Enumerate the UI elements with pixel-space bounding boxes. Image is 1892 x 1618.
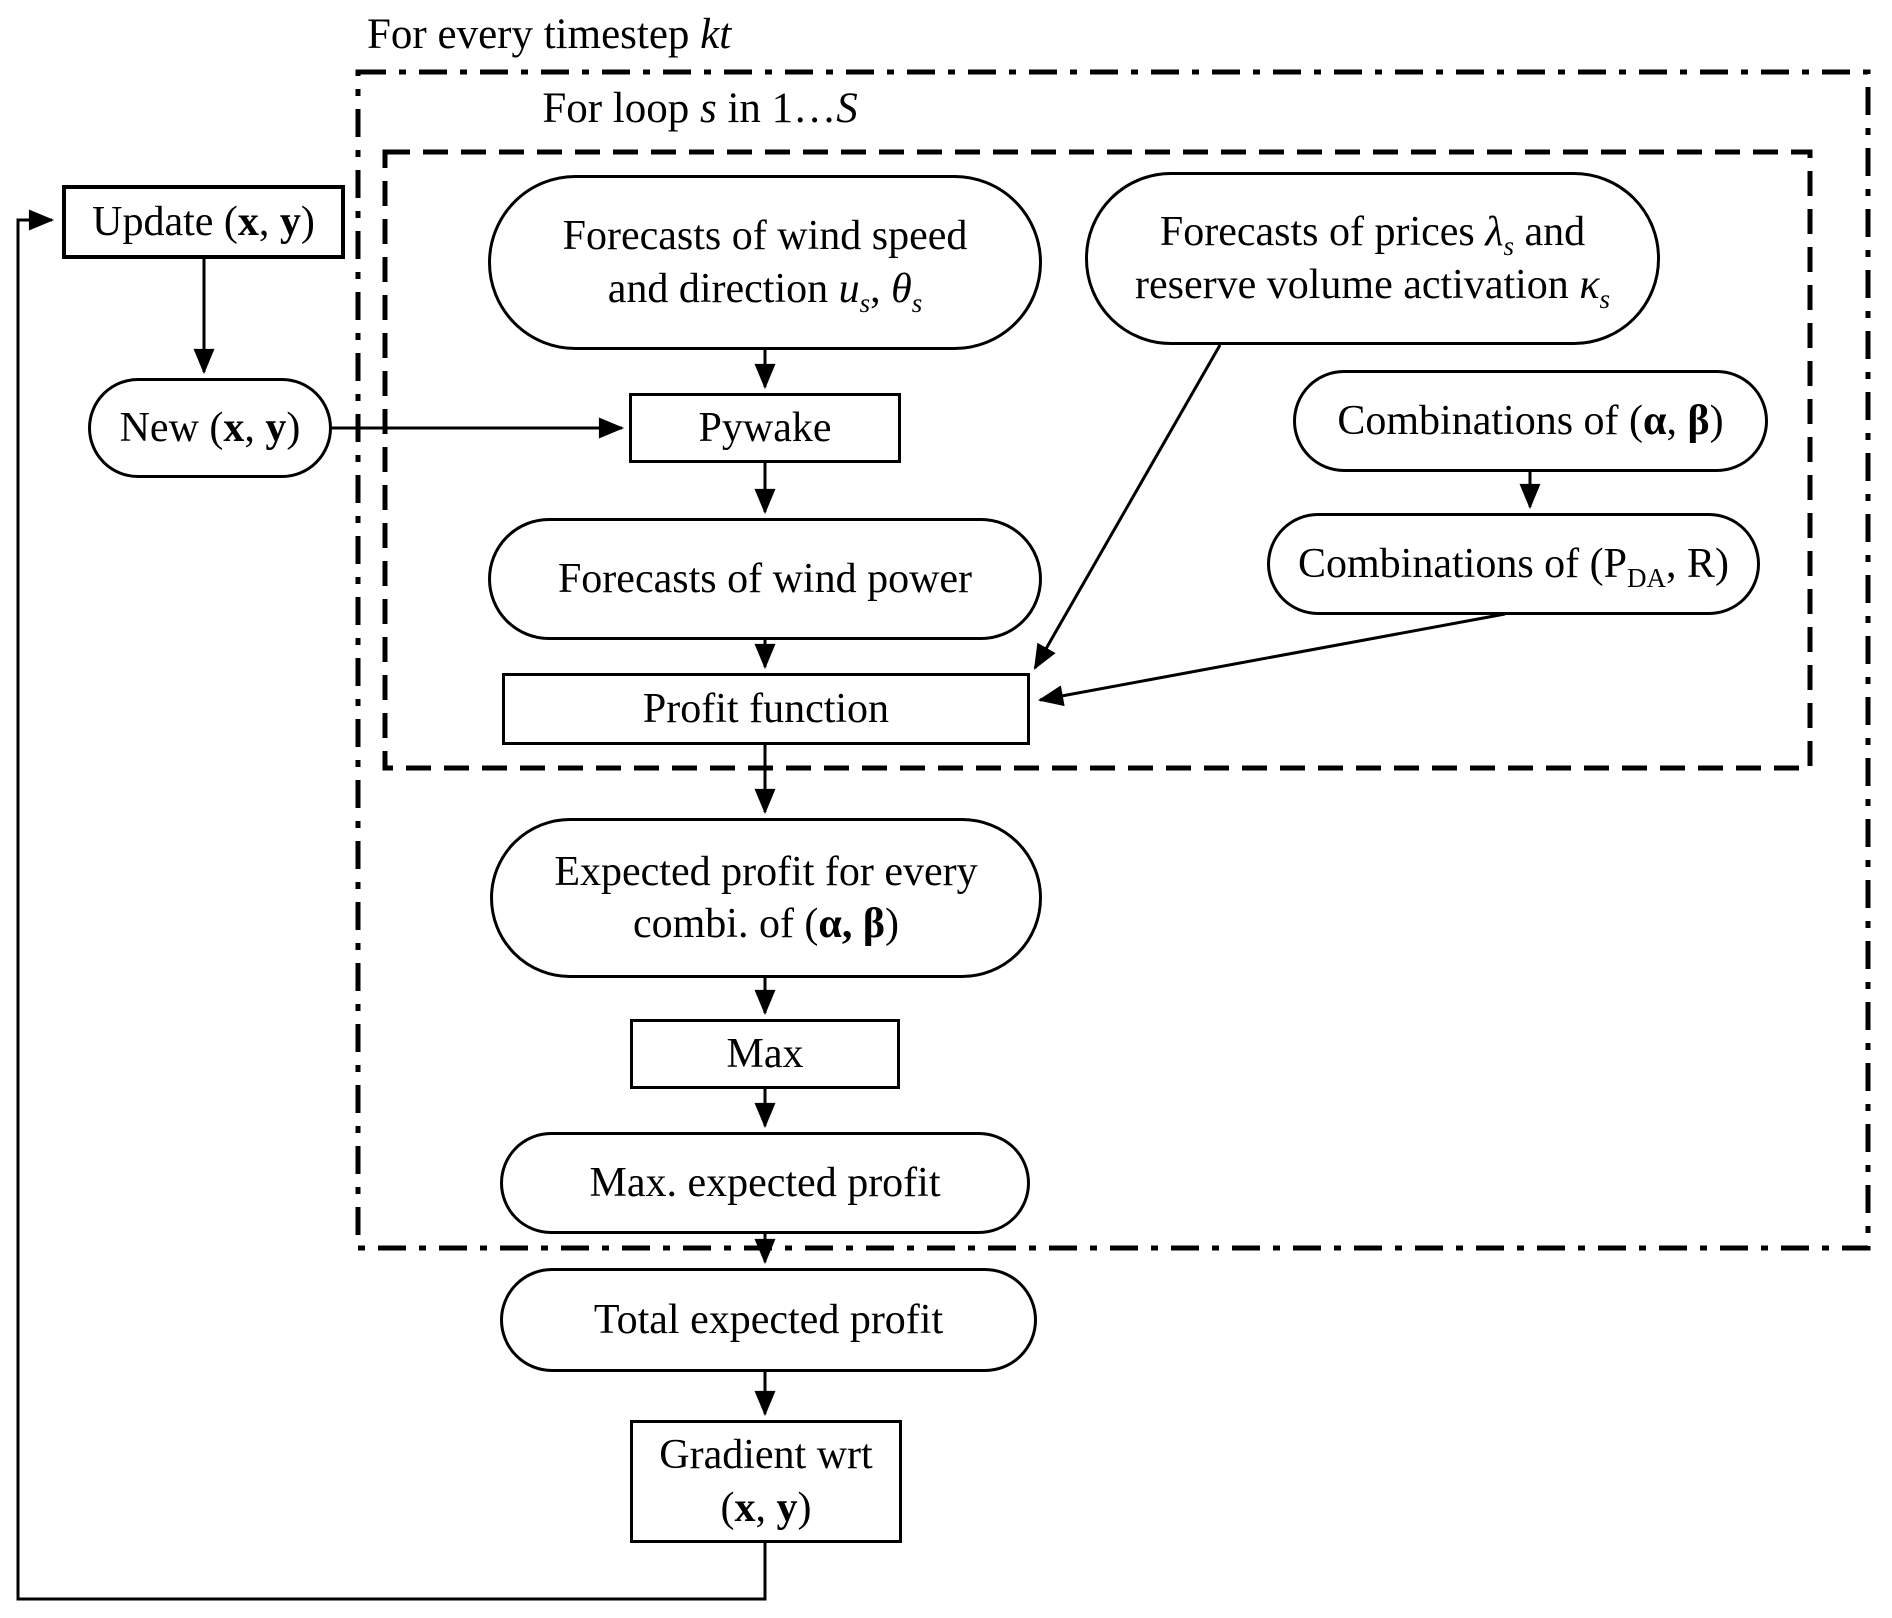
prices-line2: reserve volume activation κs [1134,261,1610,314]
expected-line2: combi. of (α, β) [632,901,900,947]
node-wind-speed-forecast: Forecasts of wind speed and direction us… [488,175,1042,350]
outer-loop-box [355,69,1871,1251]
arrow-combopda-to-profit [1037,612,1506,707]
prices-line1: Forecasts of prices λs and [1159,209,1586,261]
node-combinations-pda-r: Combinations of (PDA, R) [1267,513,1760,615]
expected-line1: Expected profit for every [554,848,978,895]
node-gradient: Gradient wrt (x, y) [630,1420,902,1543]
arrow-prices-to-profit [1033,344,1222,670]
pywake-label: Pywake [698,404,832,451]
inner-loop-label: For loop s in 1…S [542,85,858,132]
node-pywake: Pywake [629,393,901,463]
wind-power-label: Forecasts of wind power [557,555,973,602]
profit-label: Profit function [642,685,890,732]
update-label: Update (x, y) [92,198,315,245]
node-profit-function: Profit function [502,673,1030,745]
wind-speed-line1: Forecasts of wind speed [562,213,968,259]
max-label: Max [726,1030,804,1077]
total-label: Total expected profit [593,1296,944,1343]
node-total-expected-profit: Total expected profit [500,1268,1037,1372]
new-xy-label: New (x, y) [119,404,301,451]
node-combinations-alpha-beta: Combinations of (α, β) [1293,370,1768,472]
wind-speed-line2: and direction us, θs [607,265,923,318]
outer-loop-label: For every timestep kt [367,11,732,58]
gradient-line1: Gradient wrt [659,1432,873,1478]
combo-ab-label: Combinations of (α, β) [1337,397,1724,444]
node-max-expected-profit: Max. expected profit [500,1132,1030,1234]
combo-pda-label: Combinations of (PDA, R) [1297,540,1730,593]
node-price-forecast: Forecasts of prices λs and reserve volum… [1085,172,1660,345]
feedback-loop-line [16,209,767,1601]
gradient-line2: (x, y) [720,1484,812,1531]
node-update: Update (x, y) [62,185,345,259]
node-new-xy: New (x, y) [88,378,332,478]
inner-loop-box [382,149,1813,771]
node-expected-profit: Expected profit for every combi. of (α, … [490,818,1042,978]
max-expected-label: Max. expected profit [589,1159,941,1206]
node-max: Max [630,1019,900,1089]
node-wind-power-forecast: Forecasts of wind power [488,518,1042,640]
